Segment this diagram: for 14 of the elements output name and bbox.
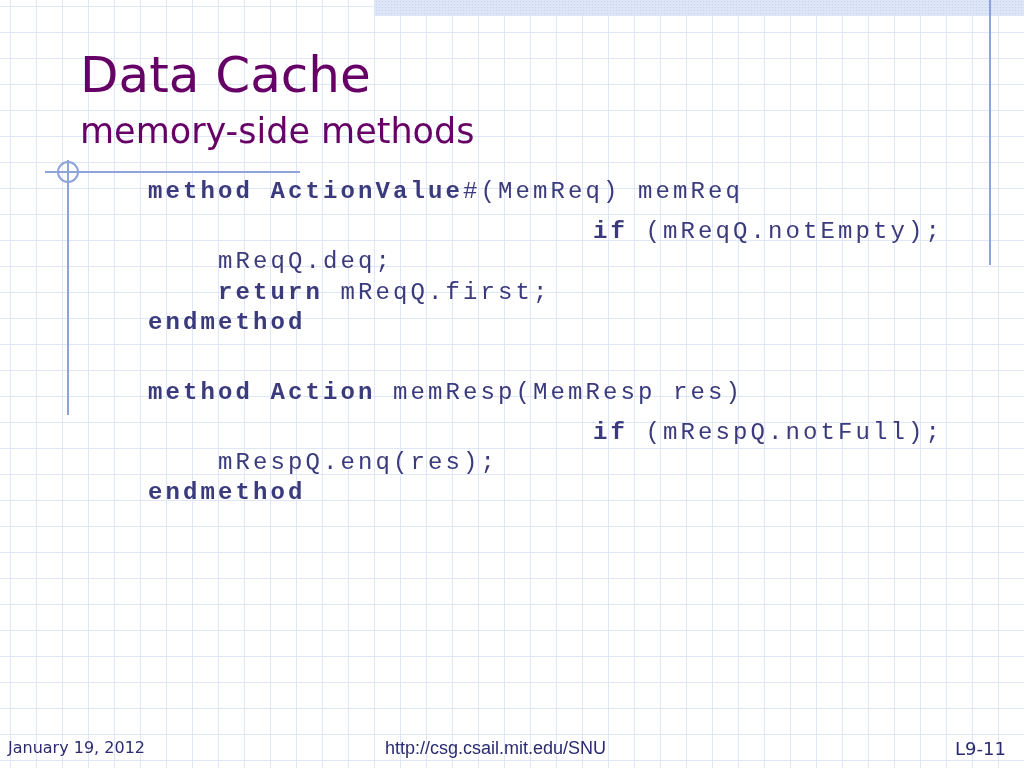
slide-title: Data Cache	[80, 48, 371, 103]
slide-number: L9-11	[955, 738, 1006, 759]
code-line: method Action memResp(MemResp res)	[148, 378, 744, 408]
slide-subtitle: memory-side methods	[80, 112, 475, 151]
code-line: mRespQ.enq(res);	[218, 448, 499, 478]
code-line: return mReqQ.first;	[218, 278, 551, 308]
footer-date: January 19, 2012	[8, 738, 145, 757]
footer-url: http://csg.csail.mit.edu/SNU	[385, 738, 607, 759]
code-line: mReqQ.deq;	[218, 247, 394, 277]
code-line: if (mRespQ.notFull);	[593, 418, 944, 448]
code-line: endmethod	[148, 308, 306, 338]
code-line: method ActionValue#(MemReq) memReq	[148, 177, 744, 207]
code-line: if (mReqQ.notEmpty);	[593, 217, 944, 247]
code-line: endmethod	[148, 478, 306, 508]
